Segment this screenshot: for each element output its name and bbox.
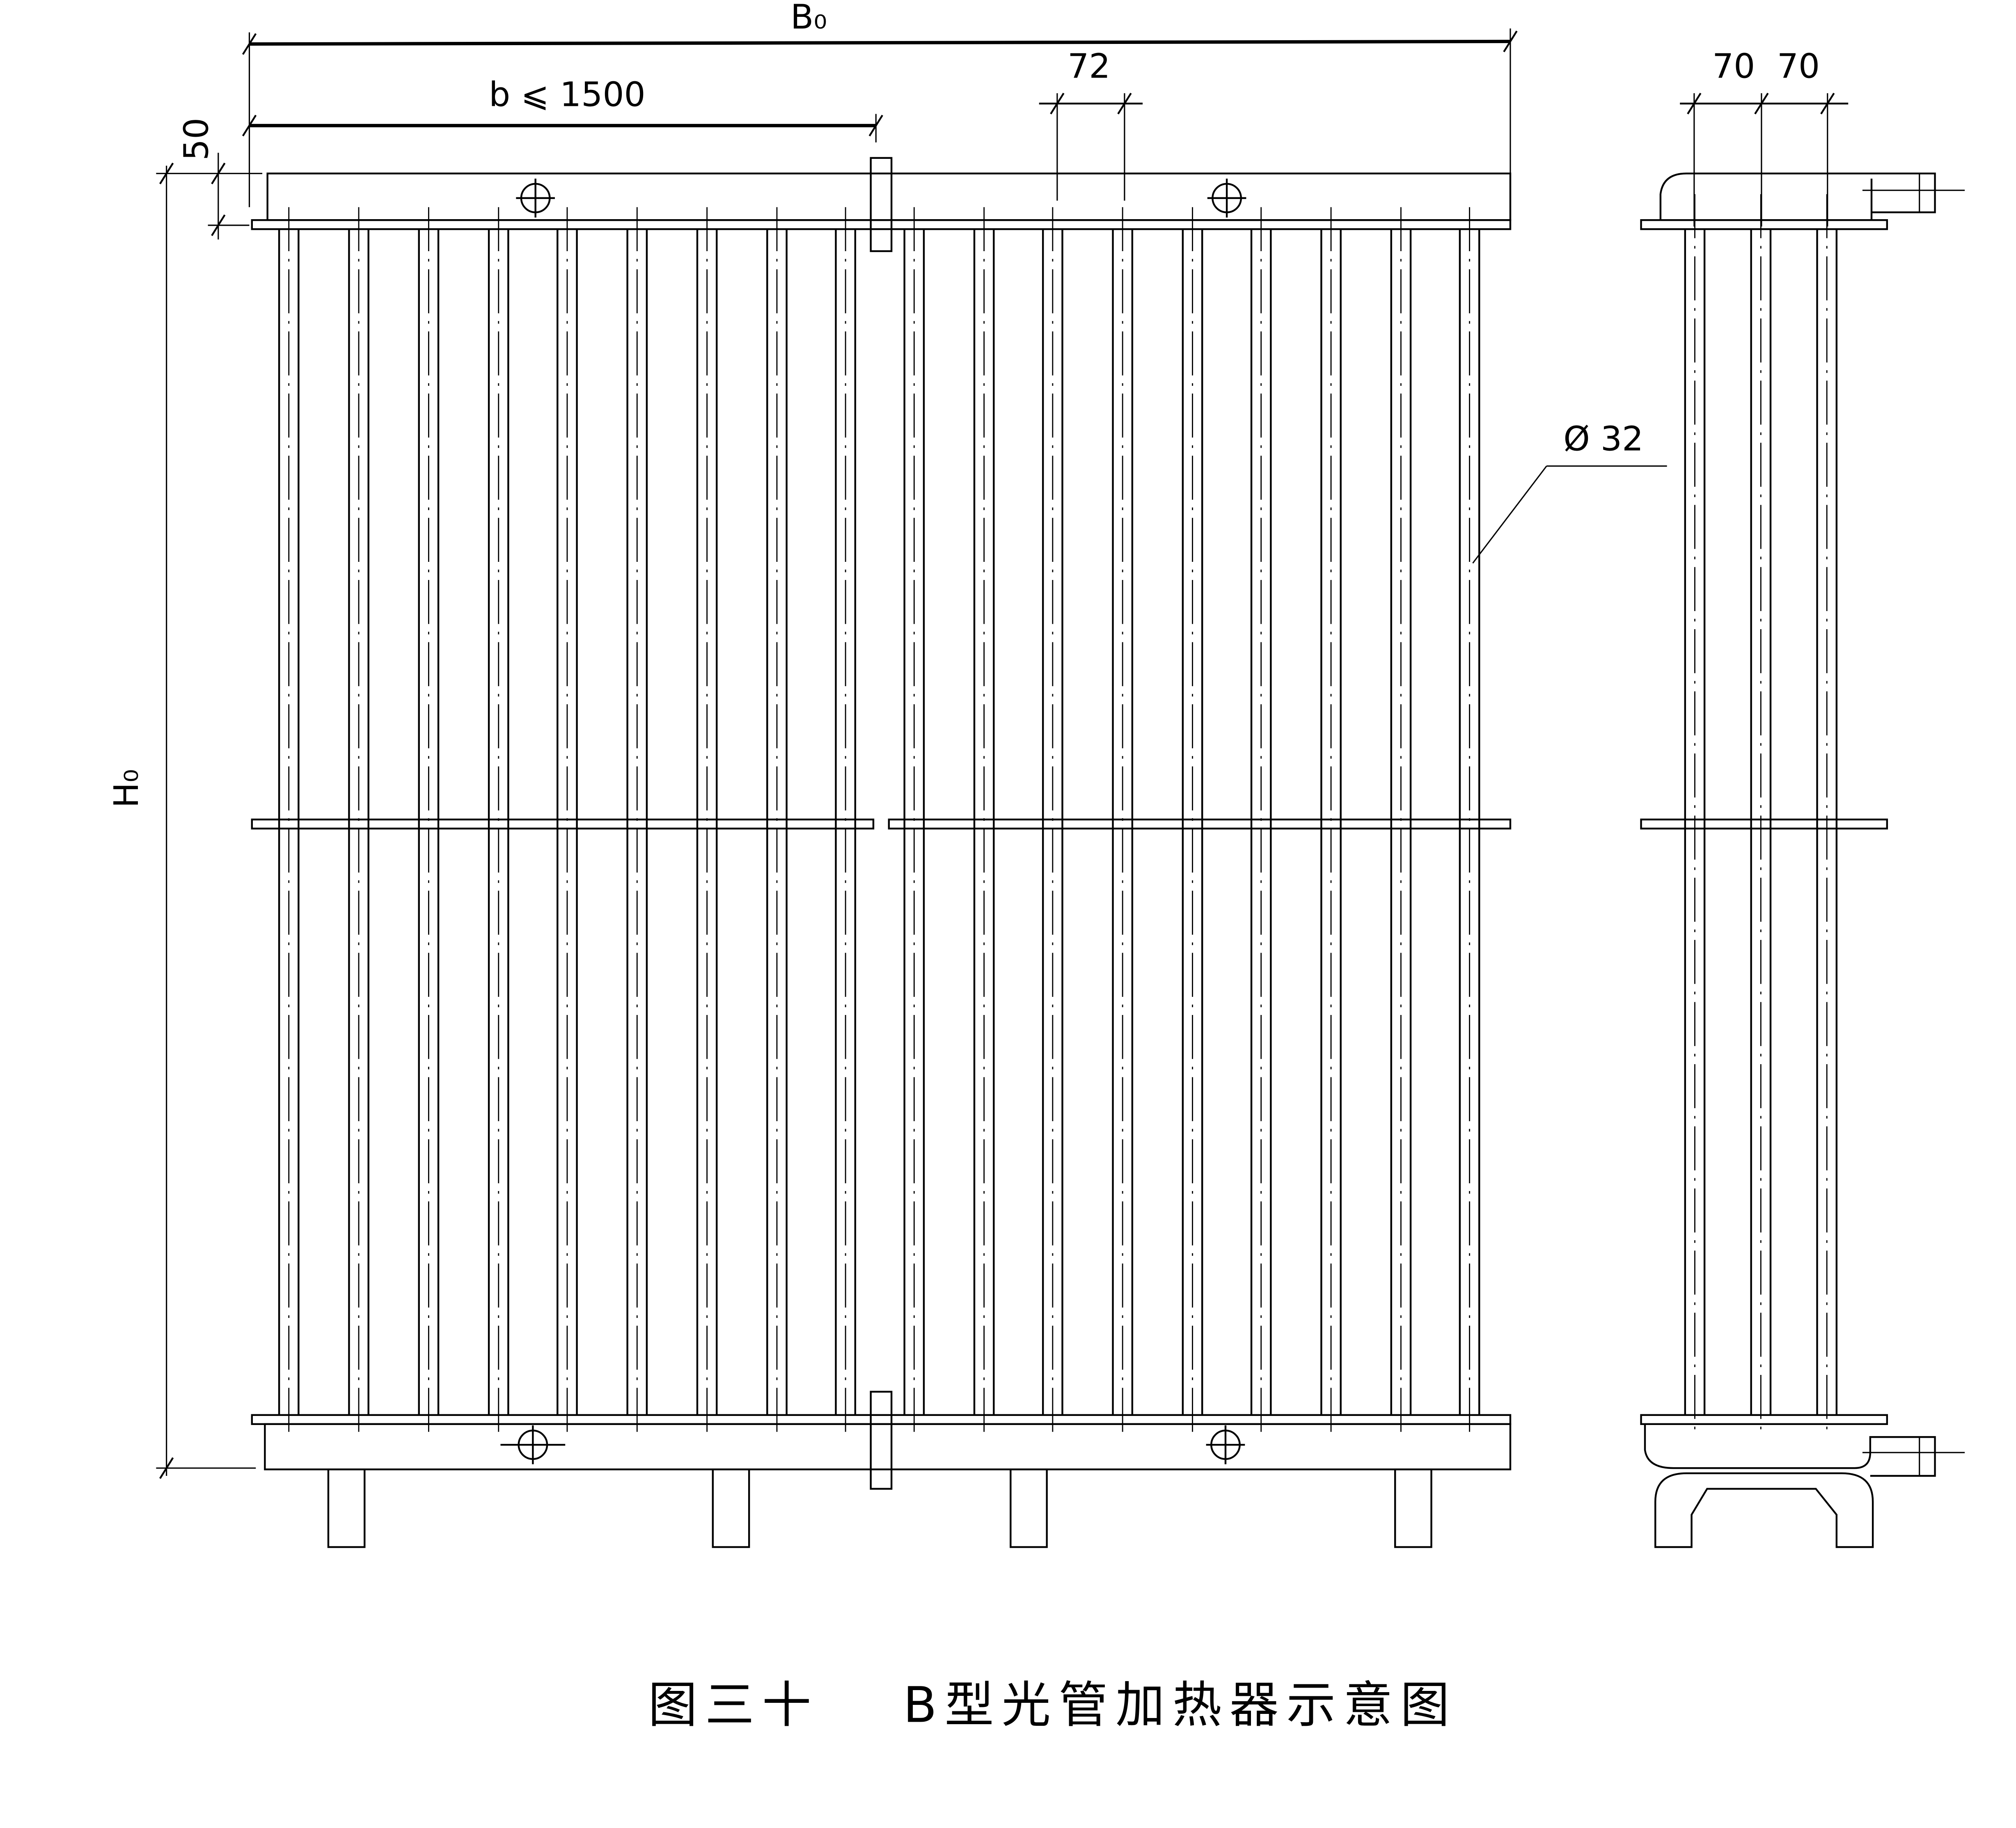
support-leg [1010, 1468, 1048, 1548]
top-plate [251, 219, 1512, 230]
overall-height-label: H₀ [107, 769, 146, 808]
dim-tube-pitch: 72 [1039, 47, 1143, 201]
side-view: 70 70 [1640, 47, 1965, 1548]
tube-diameter-label: Ø 32 [1563, 420, 1643, 459]
dim-overall-width: B₀ [242, 0, 1518, 207]
tube-diameter-callout: Ø 32 [1472, 420, 1667, 564]
inlet-nozzle-right [1207, 179, 1246, 218]
figure-number: 图三十 [648, 1677, 819, 1734]
tube-pitch-label: 72 [1068, 47, 1110, 86]
overall-width-label: B₀ [790, 0, 827, 37]
side-top-header [1659, 172, 1936, 220]
outlet-nozzle-right [1206, 1425, 1245, 1464]
bottom-header [264, 1423, 1512, 1471]
side-support-frame [1654, 1472, 1874, 1548]
header-height-label: 50 [177, 118, 216, 160]
side-pitch-1-label: 70 [1712, 47, 1755, 86]
dim-header-height: 50 [156, 118, 263, 240]
outlet-nozzle-left [500, 1425, 566, 1464]
middle-plate-left [251, 818, 875, 830]
support-leg [1394, 1468, 1432, 1548]
figure-title: B型光管加热器示意图 [903, 1677, 1457, 1734]
dim-section-width: b ⩽ 1500 [242, 76, 883, 142]
section-width-label: b ⩽ 1500 [489, 76, 646, 115]
bottom-plate [251, 1414, 1512, 1425]
front-view [251, 157, 1512, 1548]
middle-plate-right [888, 818, 1512, 830]
support-leg [327, 1468, 366, 1548]
top-coupling [870, 157, 893, 252]
inlet-nozzle-left [516, 179, 555, 218]
side-bottom-header [1644, 1424, 1936, 1477]
side-pitch-2-label: 70 [1777, 47, 1820, 86]
dim-overall-height: H₀ [107, 163, 256, 1479]
support-leg [712, 1468, 750, 1548]
bottom-coupling [870, 1390, 893, 1490]
top-header [266, 172, 1512, 221]
